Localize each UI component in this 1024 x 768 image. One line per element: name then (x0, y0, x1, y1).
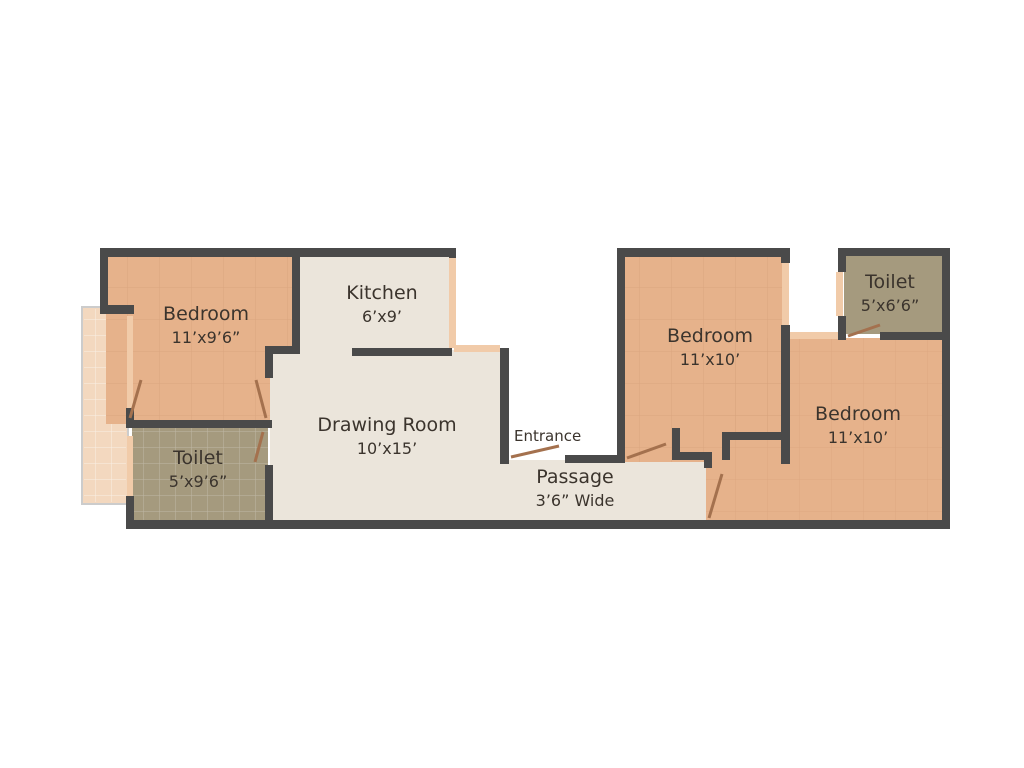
passage-floor (500, 460, 710, 522)
window (790, 332, 838, 339)
walls (100, 248, 950, 529)
toilet-3-floor (844, 254, 944, 334)
window (782, 263, 789, 325)
window (127, 316, 133, 408)
window (836, 272, 843, 316)
kitchen-floor (298, 256, 452, 352)
window (449, 258, 456, 348)
entrance-label: Entrance (514, 427, 582, 445)
drawing-room-floor (270, 350, 502, 522)
doors (128, 323, 881, 519)
window (127, 436, 133, 496)
window (454, 345, 500, 352)
